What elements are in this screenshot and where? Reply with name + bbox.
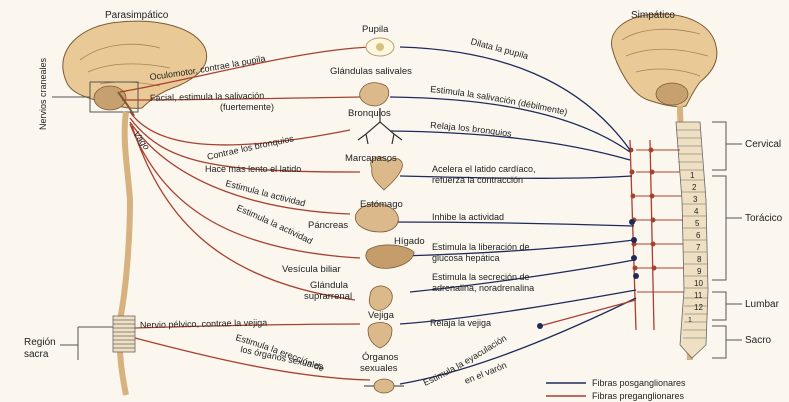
header-parasimpatico: Parasimpático — [105, 10, 169, 21]
organ-label-higado: Hígado — [394, 236, 425, 247]
svg-text:11: 11 — [694, 291, 703, 300]
region-cervical: Cervical — [745, 139, 781, 150]
region-lumbar: Lumbar — [745, 299, 780, 310]
organ-label-vejiga: Vejiga — [368, 310, 395, 321]
organ-label-pancreas: Páncreas — [308, 220, 348, 231]
left-spinal-cord — [119, 112, 130, 395]
sym-label-bronquios: Relaja los bronquios — [430, 120, 513, 139]
organ-label-vesicula: Vesícula biliar — [282, 264, 341, 275]
label-region-2: sacra — [24, 349, 49, 360]
para-label-vejiga: Nervio pélvico, contrae la vejiga — [140, 318, 267, 330]
sym-label-glucosa-1: Estimula la liberación de — [432, 242, 530, 252]
organ-vejiga-icon — [368, 323, 392, 349]
organ-suprarrenal-icon — [369, 286, 392, 310]
right-vertebral-column — [676, 122, 708, 358]
svg-text:5: 5 — [695, 219, 700, 228]
left-sacral-segments — [113, 316, 135, 352]
para-label-latido: Hace más lento el latido — [205, 164, 301, 174]
region-toracico: Torácico — [745, 213, 783, 224]
sym-label-inhibe: Inhibe la actividad — [432, 212, 504, 222]
para-label-bronquios: Contrae los bronquios — [206, 133, 295, 162]
right-brain-illustration — [612, 14, 717, 107]
sym-label-latido-2: refuerza la contracción — [432, 175, 523, 185]
svg-text:9: 9 — [697, 267, 702, 276]
sym-label-glucosa-2: glucosa hepática — [432, 253, 500, 263]
organ-label-sexuales-2: sexuales — [360, 363, 398, 374]
organ-higado-icon — [366, 245, 414, 268]
sym-label-pupila: Dilata la pupila — [470, 36, 530, 61]
sym-label-adrenalina-2: adrenalina, noradrenalina — [432, 283, 534, 293]
legend-post-label: Fibras posganglionares — [592, 378, 686, 388]
organ-sexuales-icon — [364, 379, 404, 393]
svg-text:3: 3 — [693, 195, 698, 204]
svg-text:7: 7 — [696, 243, 701, 252]
sym-label-adrenalina-1: Estimula la secreción de — [432, 272, 530, 282]
organ-label-sexuales-1: Órganos — [362, 352, 399, 363]
organ-label-estomago: Estómago — [360, 199, 403, 210]
legend-pre-label: Fibras preganglionares — [592, 391, 685, 401]
svg-text:2: 2 — [692, 183, 697, 192]
svg-text:1: 1 — [688, 317, 692, 324]
svg-text:10: 10 — [694, 279, 703, 288]
svg-text:4: 4 — [694, 207, 699, 216]
para-label-actividad-2: Estimula la actividad — [235, 203, 314, 247]
organ-label-marcapasos: Marcapasos — [345, 153, 397, 164]
organ-label-suprarrenal-2: suprarrenal — [304, 291, 352, 302]
spinal-region-brackets — [712, 122, 742, 358]
organ-label-pupila: Pupila — [362, 24, 389, 35]
organ-pupila-icon — [366, 38, 394, 56]
organ-label-bronquios: Bronquios — [348, 108, 391, 119]
legend: Fibras posganglionares Fibras preganglio… — [546, 378, 686, 401]
sym-label-salivacion: Estimula la salivación (débilmente) — [430, 84, 568, 117]
organ-salivales-icon — [360, 83, 389, 106]
sympathetic-chain — [629, 140, 685, 330]
label-nervios-craneales: Nervios craneales — [38, 57, 48, 130]
svg-text:8: 8 — [697, 255, 702, 264]
para-label-facial-2: (fuertemente) — [220, 102, 274, 112]
organ-label-salivales: Glándulas salivales — [330, 66, 412, 77]
sym-label-vejiga: Relaja la vejiga — [430, 318, 491, 328]
svg-text:1: 1 — [690, 171, 695, 180]
region-sacro: Sacro — [745, 335, 772, 346]
svg-text:6: 6 — [696, 231, 701, 240]
sym-label-latido-1: Acelera el latido cardíaco, — [432, 164, 536, 174]
label-region-1: Región — [24, 337, 56, 348]
header-simpatico: Simpático — [631, 10, 675, 21]
svg-text:12: 12 — [694, 303, 703, 312]
organ-label-suprarrenal-1: Glándula — [310, 280, 349, 291]
